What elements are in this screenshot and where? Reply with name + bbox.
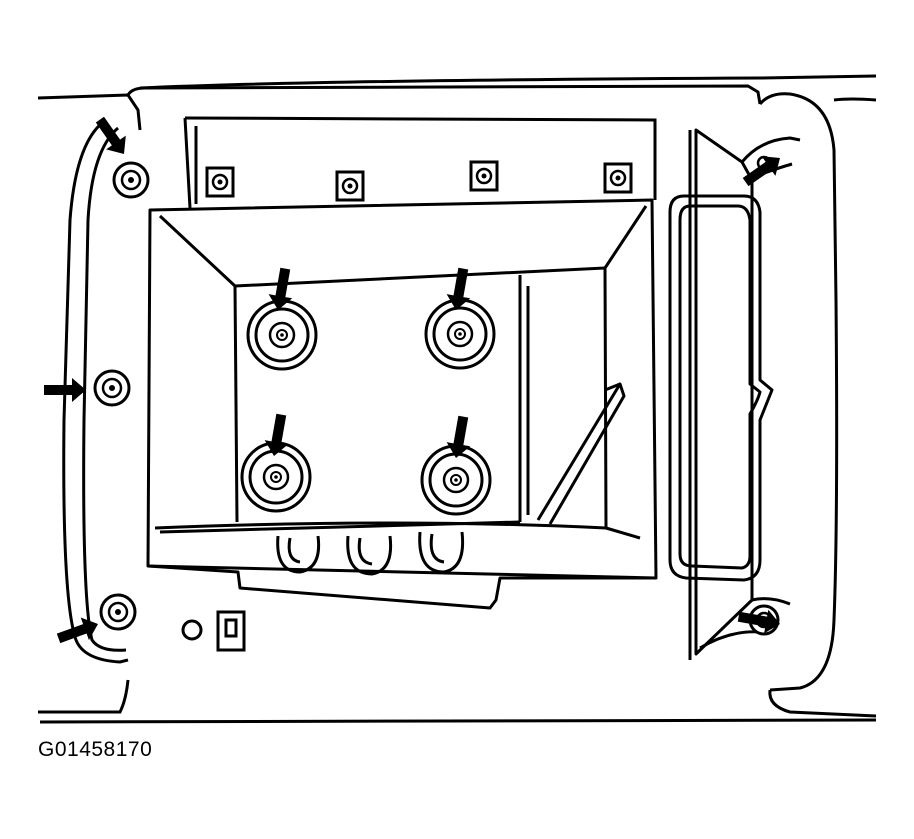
- top-clips: [205, 160, 633, 202]
- top-rail: [183, 116, 657, 209]
- clip-icon: [469, 160, 499, 192]
- lower-flange: [147, 564, 656, 610]
- storage-tray: [146, 198, 658, 580]
- figure-id-label: G01458170: [38, 738, 153, 761]
- boss-fastener-icon: [246, 299, 318, 371]
- callout-arrow-icon: [90, 112, 134, 161]
- fastener-icon: [99, 593, 137, 631]
- right-compartment: [668, 128, 801, 660]
- callout-arrows: [44, 112, 787, 650]
- tray-bosses: [240, 298, 496, 516]
- clip-icon: [335, 170, 365, 202]
- clip-icon: [603, 162, 633, 194]
- boss-fastener-icon: [424, 298, 496, 370]
- console-outer-shell: [37, 74, 877, 724]
- keyhole-slots: [276, 531, 465, 576]
- left-fasteners: [93, 161, 150, 631]
- clip-icon: [205, 166, 235, 198]
- lower-left-details: [181, 610, 246, 652]
- right-fasteners: [748, 155, 780, 636]
- fastener-icon: [93, 369, 131, 407]
- fastener-icon: [112, 161, 150, 199]
